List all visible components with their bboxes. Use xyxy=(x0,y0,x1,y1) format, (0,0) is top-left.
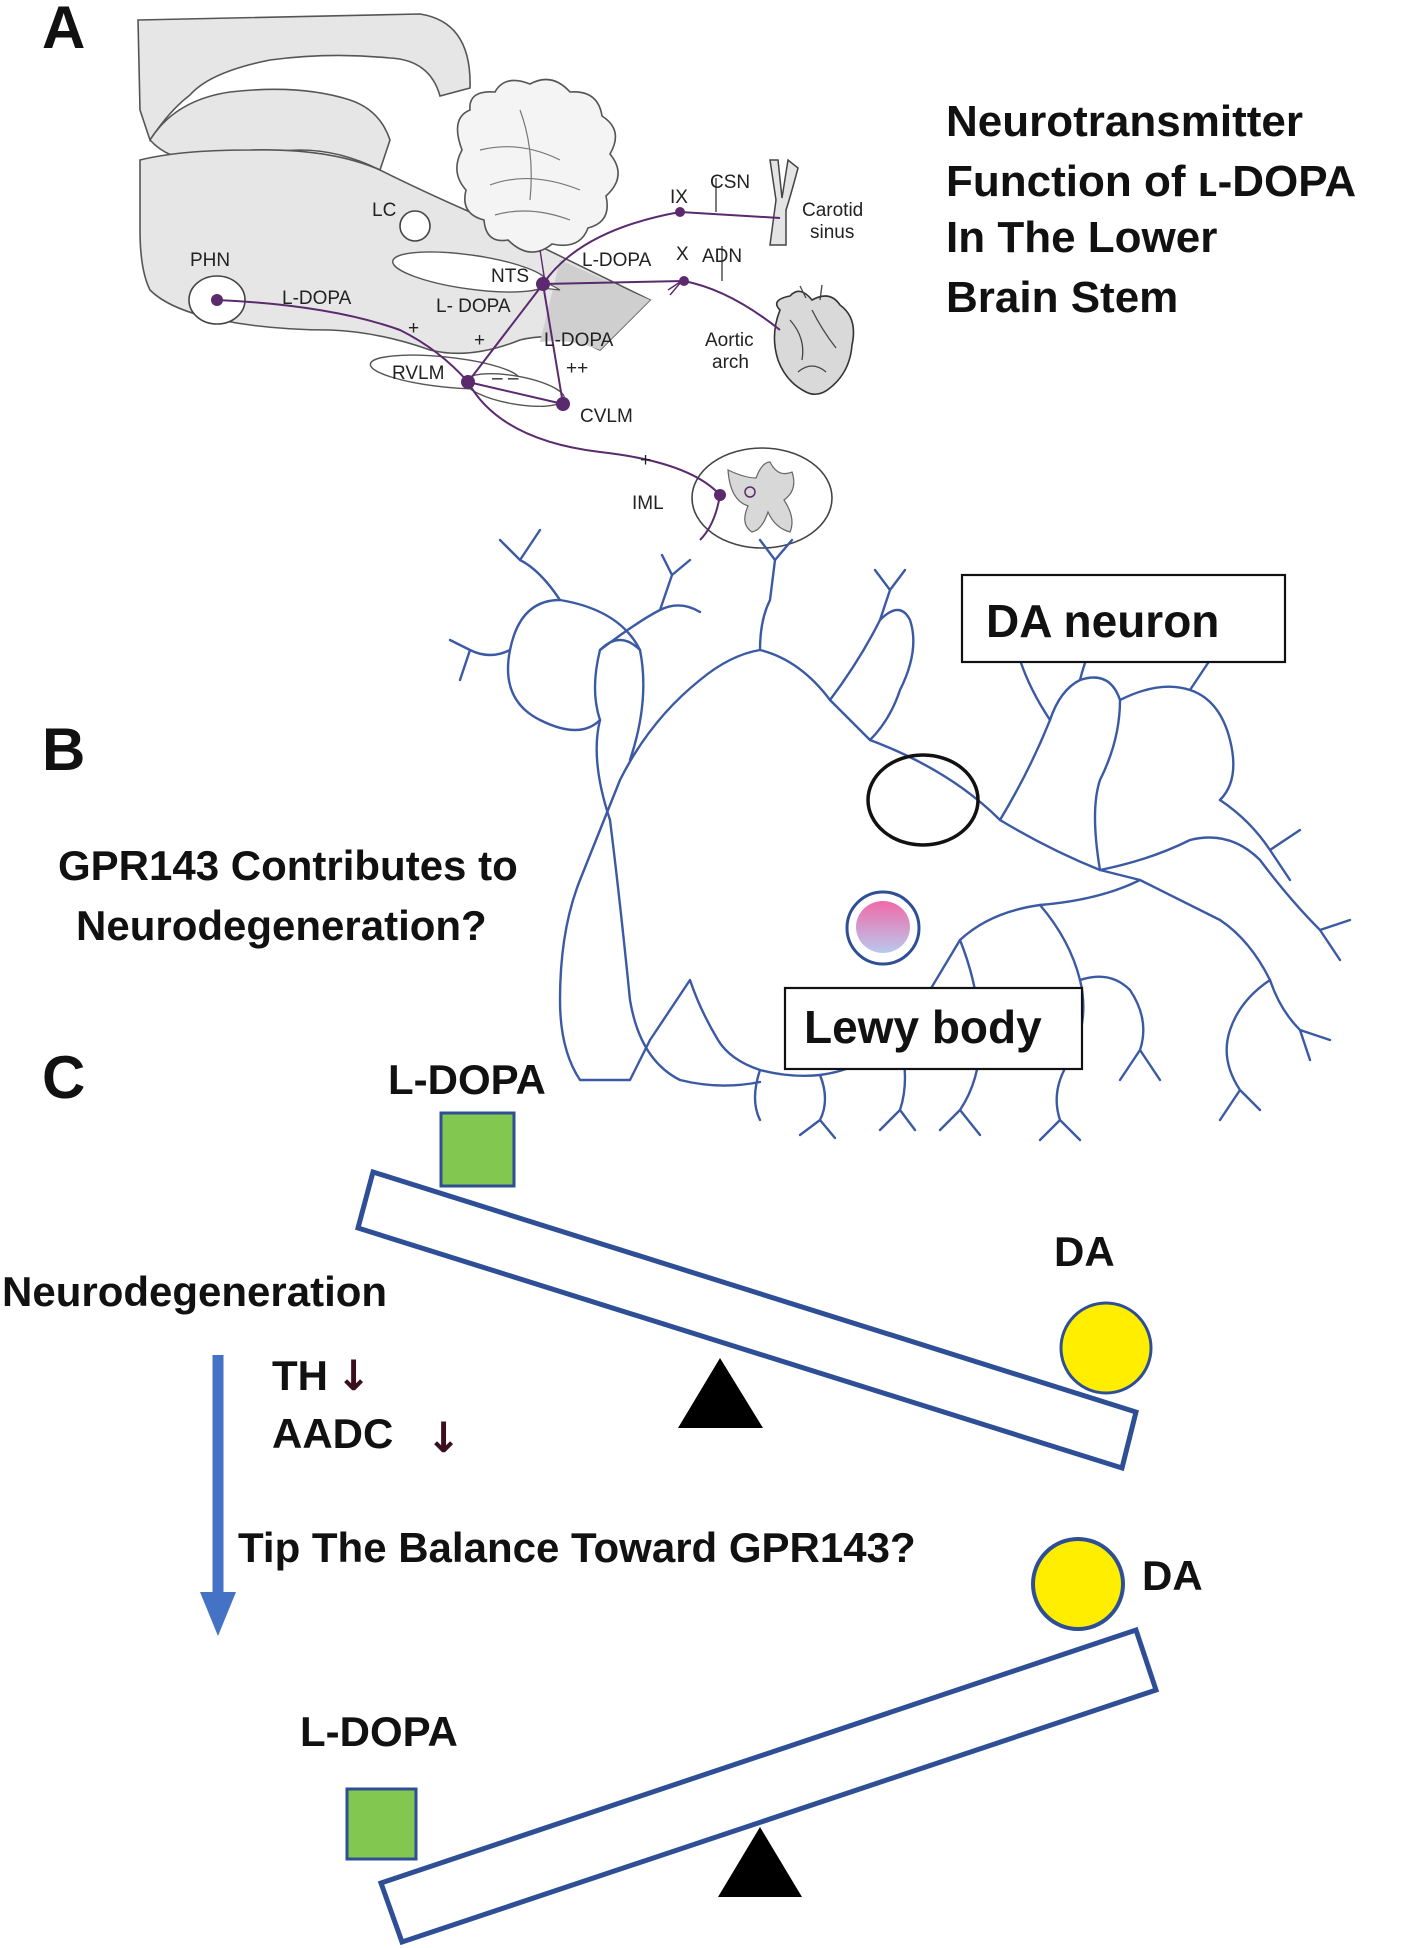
iml-terminal xyxy=(744,486,756,498)
da-bottom-label: DA xyxy=(1142,1552,1203,1599)
panel-a-letter: A xyxy=(42,0,85,61)
tip-balance-label: Tip The Balance Toward GPR143? xyxy=(238,1524,916,1571)
pathway-nodes xyxy=(211,207,726,501)
pathway-rvlm-cvlm xyxy=(467,381,564,405)
panel-b-question-line-1: GPR143 Contributes to xyxy=(58,842,518,889)
label-ldopa-phn: L-DOPA xyxy=(282,288,352,309)
label-ldopa-nts-left: L- DOPA xyxy=(436,296,511,317)
pathway-phn-rvlm xyxy=(216,299,469,383)
lewy-body-inner xyxy=(856,901,910,953)
da-neuron xyxy=(448,528,1352,1142)
th-down-arrow: ↓ xyxy=(336,1351,371,1400)
sign-plus-3: + xyxy=(640,450,651,471)
fulcrum-top xyxy=(678,1358,763,1428)
label-aortic-2: arch xyxy=(712,352,749,373)
da-ball-bottom xyxy=(1031,1537,1125,1631)
panel-c-letter: C xyxy=(42,1044,85,1111)
panel-b-question-line-2: Neurodegeneration? xyxy=(76,902,487,949)
pathway-ix xyxy=(542,211,681,285)
fulcrum-bottom xyxy=(718,1827,802,1897)
sign-plus-1: + xyxy=(408,318,419,339)
sign-plus-plus: ++ xyxy=(566,358,588,379)
brain-illustration xyxy=(137,13,833,549)
lewy-body-label: Lewy body xyxy=(804,1001,1042,1053)
cerebellum-folia xyxy=(479,109,581,221)
ldopa-square-top xyxy=(439,1111,516,1188)
neuron-nucleus xyxy=(866,753,980,847)
pathway-rvlm-iml xyxy=(467,381,721,496)
pathway-carotid xyxy=(679,211,781,219)
seesaw-bottom-beam xyxy=(377,1626,1160,1946)
cerebrum xyxy=(137,13,471,142)
label-aortic-1: Aortic xyxy=(705,330,754,351)
panel-b-letter: B xyxy=(42,716,85,783)
spinal-grey-matter xyxy=(727,461,795,533)
label-lc: LC xyxy=(372,200,396,221)
pathway-nts-cvlm xyxy=(542,283,564,405)
nerve-stubs xyxy=(715,178,723,281)
label-cvlm: CVLM xyxy=(580,406,633,427)
panel-a-title-line-3: In The Lower xyxy=(946,213,1217,262)
label-csn: CSN xyxy=(710,172,750,193)
label-nts: NTS xyxy=(491,266,529,287)
th-label: TH xyxy=(272,1352,328,1399)
ldopa-square-bottom xyxy=(345,1787,418,1861)
lewy-body-label-box xyxy=(783,986,1084,1071)
label-ldopa-cvlm: L-DOPA xyxy=(544,330,614,351)
panel-a-title-line-1: Neurotransmitter xyxy=(946,97,1303,146)
ldopa-top-label: L-DOPA xyxy=(388,1056,546,1103)
ldopa-bottom-label: L-DOPA xyxy=(300,1708,458,1755)
cerebellum xyxy=(456,78,619,253)
downward-arrow xyxy=(200,1355,236,1636)
label-ldopa-nts-upper: L-DOPA xyxy=(582,250,652,271)
panel-a-title-line-2: Function of ʟ-DOPA xyxy=(946,157,1356,206)
carotid-sinus-icon xyxy=(769,158,799,246)
label-iml: IML xyxy=(632,493,664,514)
seesaw-bottom xyxy=(345,1537,1160,1946)
label-carotid-2: sinus xyxy=(810,222,854,243)
aadc-down-arrow: ↓ xyxy=(426,1413,461,1462)
seesaw-top xyxy=(354,1111,1153,1472)
sign-minus-minus: – – xyxy=(492,368,519,389)
nts-connector xyxy=(539,249,546,283)
label-adn: ADN xyxy=(702,246,742,267)
sign-plus-2: + xyxy=(474,330,485,351)
label-carotid-1: Carotid xyxy=(802,200,863,221)
panel-a-title: Neurotransmitter Function of ʟ-DOPA In T… xyxy=(946,97,1356,322)
label-phn: PHN xyxy=(190,250,230,271)
heart-icon xyxy=(773,284,855,396)
da-top-label: DA xyxy=(1054,1228,1115,1275)
label-ix: IX xyxy=(670,187,688,208)
da-neuron-label-box xyxy=(960,573,1287,664)
lc-nucleus xyxy=(399,210,431,242)
label-x: X xyxy=(676,244,689,265)
da-neuron-label: DA neuron xyxy=(986,595,1219,647)
pathway-nts-rvlm xyxy=(467,283,544,383)
aadc-label: AADC xyxy=(272,1410,393,1457)
da-ball-top xyxy=(1059,1301,1153,1395)
label-rvlm: RVLM xyxy=(392,363,444,384)
panel-a-title-line-4: Brain Stem xyxy=(946,273,1178,322)
x-connector xyxy=(667,281,682,296)
neurodegeneration-label: Neurodegeneration xyxy=(2,1268,387,1315)
neuron-soma xyxy=(558,648,1142,1082)
seesaw-top-beam xyxy=(354,1168,1139,1472)
